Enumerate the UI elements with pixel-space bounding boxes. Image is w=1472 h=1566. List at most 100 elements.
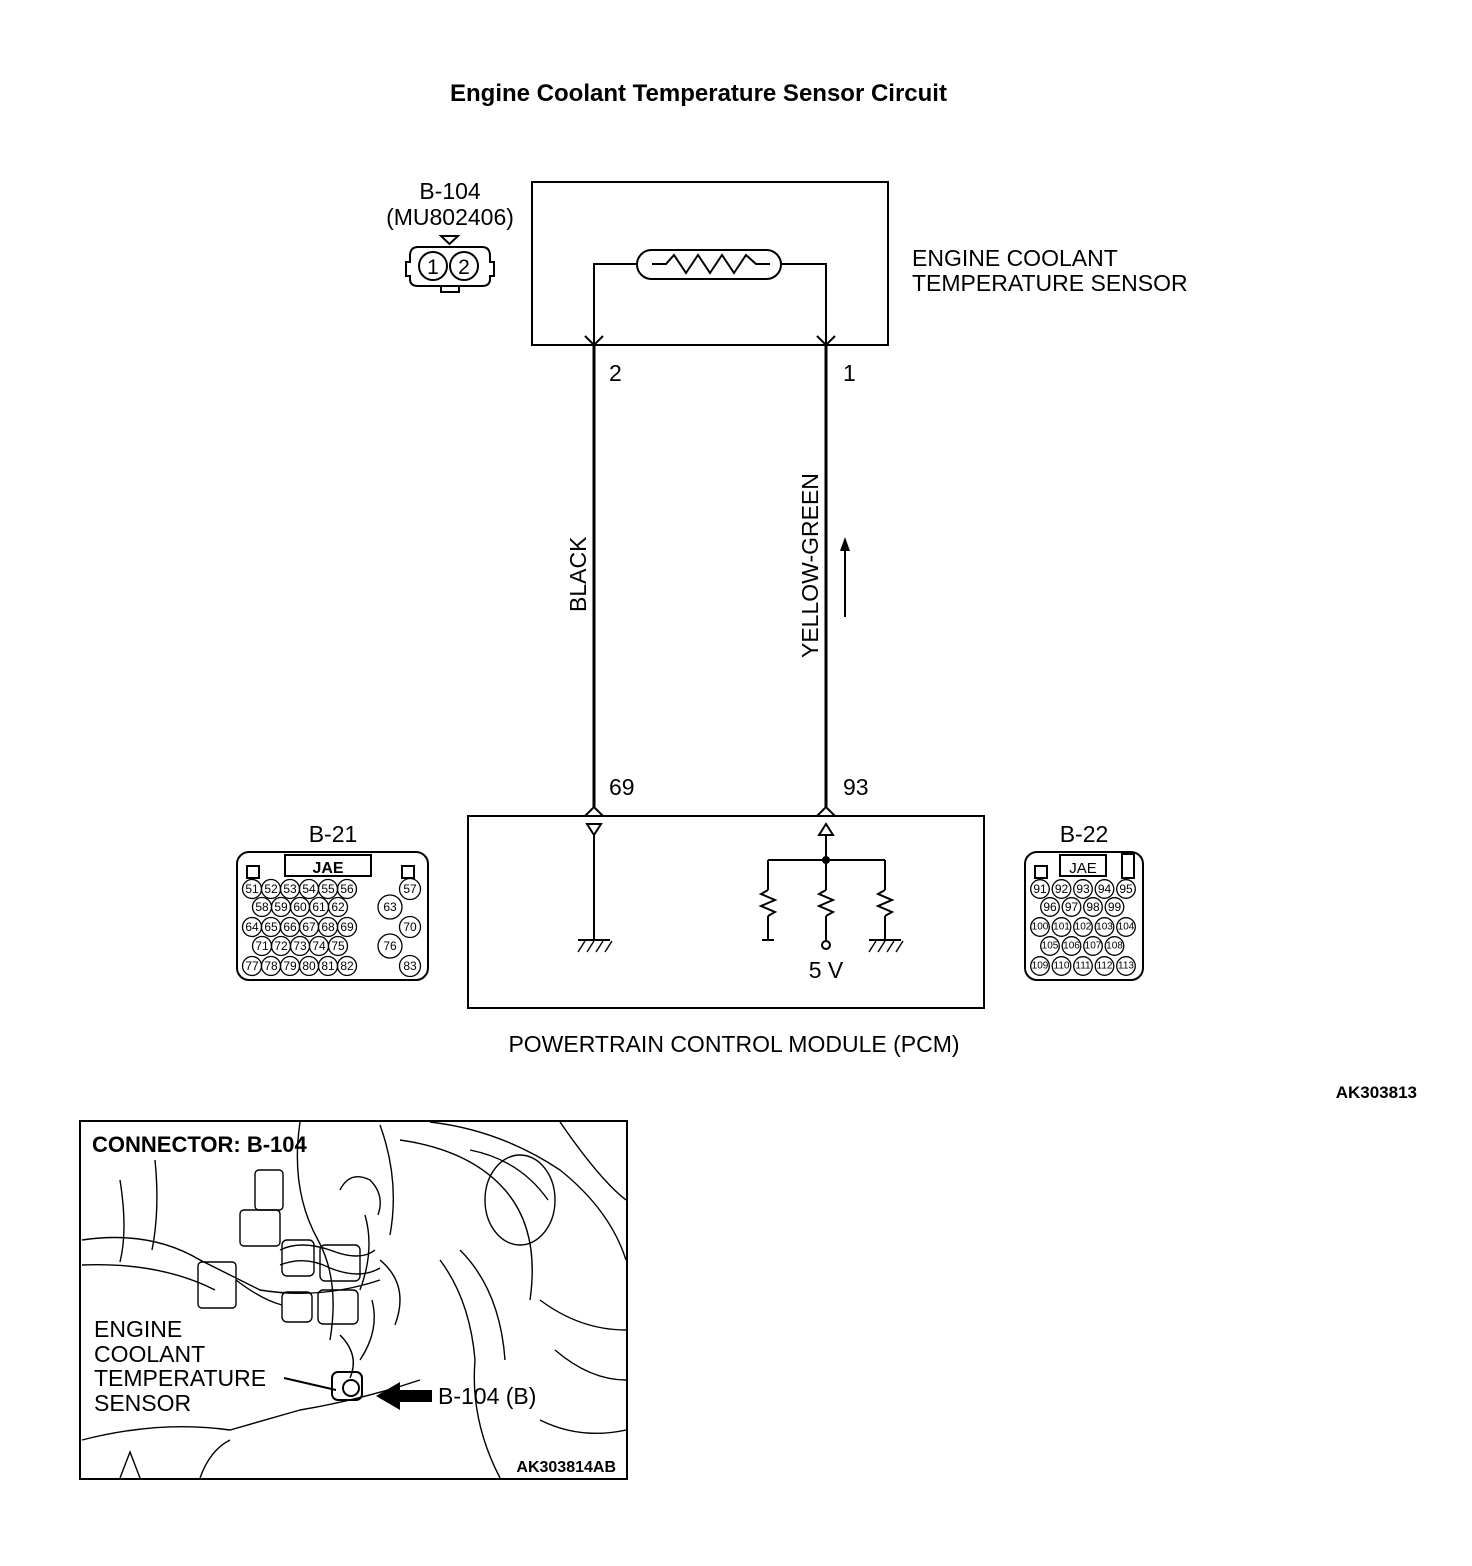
- connector-b22-pin-105-ring: [1040, 936, 1060, 956]
- connector-b22-pin-97-ring: [1061, 897, 1082, 917]
- connector-b22-pin-103: 103: [1096, 922, 1113, 933]
- connector-b22-pin-99: 99: [1108, 900, 1122, 914]
- connector-b21-pin-66: 66: [283, 920, 297, 934]
- inset-callout-line2: COOLANT: [94, 1341, 205, 1367]
- pcm-pin-69: 69: [609, 774, 635, 800]
- connector-b104-pin-1: 1: [427, 256, 439, 279]
- connector-location-inset: CONNECTOR: B-104 ENGINE COOLANT TEMPERAT…: [79, 1120, 628, 1480]
- connector-b21-tag: JAE: [312, 860, 343, 877]
- connector-b22-pin-110-ring: [1051, 956, 1072, 976]
- inset-code: AK303814AB: [516, 1459, 616, 1476]
- connector-b21-pin-57: 57: [403, 882, 417, 896]
- connector-b22-pin-93-ring: [1073, 879, 1093, 899]
- connector-b21-pin-56: 56: [340, 882, 354, 896]
- connector-b22-pin-94: 94: [1098, 882, 1112, 896]
- connector-b21-pin-81: 81: [321, 959, 335, 973]
- connector-b21-pin-73: 73: [293, 939, 307, 953]
- connector-b21-pin-71: 71: [255, 939, 269, 953]
- inset-callout-line3: TEMPERATURE: [94, 1365, 266, 1391]
- connector-b22-pin-113-ring: [1116, 956, 1136, 976]
- connector-b22-pin-104-ring: [1116, 917, 1136, 937]
- connector-b22-pin-91-ring: [1030, 879, 1050, 899]
- connector-b21-pin-61: 61: [312, 900, 326, 914]
- connector-b21-pin-59: 59: [274, 900, 288, 914]
- connector-b21-pin-63: 63: [383, 900, 397, 914]
- connector-b22-pin-92: 92: [1055, 882, 1069, 896]
- connector-b22-pin-100-ring: [1030, 917, 1050, 937]
- connector-b21-pin-74: 74: [312, 939, 326, 953]
- connector-b21-pin-77: 77: [245, 959, 259, 973]
- yellow-green-wire-label: YELLOW-GREEN: [797, 473, 823, 658]
- connector-b21-pin-63-ring: [377, 894, 403, 920]
- connector-b22-pin-100: 100: [1032, 922, 1049, 933]
- connector-b22-pin-109-ring: [1030, 956, 1050, 976]
- engine-bay-illustration: [81, 1122, 626, 1478]
- sensor-pin-1: 1: [843, 360, 856, 386]
- pcm-pin-93: 93: [843, 774, 869, 800]
- inset-callout-line4: SENSOR: [94, 1390, 191, 1416]
- diagram-code: AK303813: [1336, 1083, 1417, 1102]
- connector-b21-pin-55: 55: [321, 882, 335, 896]
- connector-b22-pin-106-ring: [1061, 936, 1082, 956]
- connector-b21-pin-54: 54: [302, 882, 316, 896]
- sensor-label-line1: ENGINE COOLANT: [912, 245, 1118, 271]
- connector-b22-pin-108: 108: [1106, 941, 1123, 952]
- connector-b21-pin-68: 68: [321, 920, 335, 934]
- connector-b21-pin-65: 65: [264, 920, 278, 934]
- connector-b22-pin-96: 96: [1043, 900, 1057, 914]
- connector-b104-id: B-104: [419, 178, 481, 204]
- connector-b22-pin-101: 101: [1053, 922, 1070, 933]
- connector-b22-pin-95-ring: [1116, 879, 1136, 899]
- inset-callout-line1: ENGINE: [94, 1316, 182, 1342]
- connector-b22-pin-107: 107: [1085, 941, 1102, 952]
- connector-b21-pin-56-ring: [336, 878, 358, 900]
- black-wire-label: BLACK: [565, 536, 591, 612]
- connector-b22-pin-108-ring: [1104, 936, 1125, 956]
- connector-b22-pin-98-ring: [1083, 897, 1103, 917]
- sensor-box: [531, 181, 889, 347]
- connector-b22-pin-98: 98: [1086, 900, 1100, 914]
- connector-b21-pin-58: 58: [255, 900, 269, 914]
- connector-b22-pin-94-ring: [1094, 879, 1115, 899]
- connector-b22-pin-96-ring: [1040, 897, 1060, 917]
- connector-b21-pin-62-ring: [327, 896, 349, 918]
- connector-b22-pin-110: 110: [1054, 961, 1070, 972]
- connector-b22-pin-91: 91: [1033, 882, 1047, 896]
- connector-b22-pin-105: 105: [1042, 941, 1059, 952]
- sensor-label-line2: TEMPERATURE SENSOR: [912, 270, 1188, 296]
- connector-b21-pin-69-ring: [336, 916, 358, 938]
- connector-b22-pin-102-ring: [1073, 917, 1093, 937]
- connector-b21-pin-53: 53: [283, 882, 297, 896]
- inset-connector-ref: B-104 (B): [438, 1383, 536, 1409]
- connector-b21-pin-60: 60: [293, 900, 307, 914]
- connector-b21-pin-70: 70: [403, 920, 417, 934]
- connector-b21-pin-83: 83: [403, 959, 417, 973]
- connector-b22-id: B-22: [1060, 821, 1109, 847]
- connector-b22-pin-99-ring: [1104, 897, 1125, 917]
- connector-b22-pin-104: 104: [1118, 922, 1135, 933]
- connector-b21-pin-83-ring: [398, 954, 422, 978]
- connector-b21-pin-57-ring: [398, 877, 422, 901]
- connector-b21-pin-75-ring: [327, 935, 349, 957]
- connector-b21-pin-76: 76: [383, 939, 397, 953]
- connector-b21-id: B-21: [309, 821, 358, 847]
- current-direction-arrow: [840, 537, 850, 617]
- connector-b22-pin-107-ring: [1083, 936, 1103, 956]
- connector-b21-pin-82: 82: [340, 959, 354, 973]
- connector-b21-pin-69: 69: [340, 920, 354, 934]
- connector-b22-pin-106: 106: [1063, 941, 1080, 952]
- connector-b104-part: (MU802406): [386, 204, 514, 230]
- connector-b22-pin-109: 109: [1032, 961, 1049, 972]
- connector-b21-pin-82-ring: [336, 955, 358, 977]
- diagram-title: Engine Coolant Temperature Sensor Circui…: [450, 80, 947, 107]
- connector-b21-pin-75: 75: [331, 939, 345, 953]
- connector-b22-pin-103-ring: [1094, 917, 1115, 937]
- connector-b104-icon: B-104 (MU802406) 1 2: [386, 178, 514, 293]
- pcm-box: [467, 815, 985, 1009]
- connector-b21-pin-51: 51: [245, 882, 259, 896]
- connector-b22-pin-92-ring: [1051, 879, 1072, 899]
- connector-b21-pin-78: 78: [264, 959, 278, 973]
